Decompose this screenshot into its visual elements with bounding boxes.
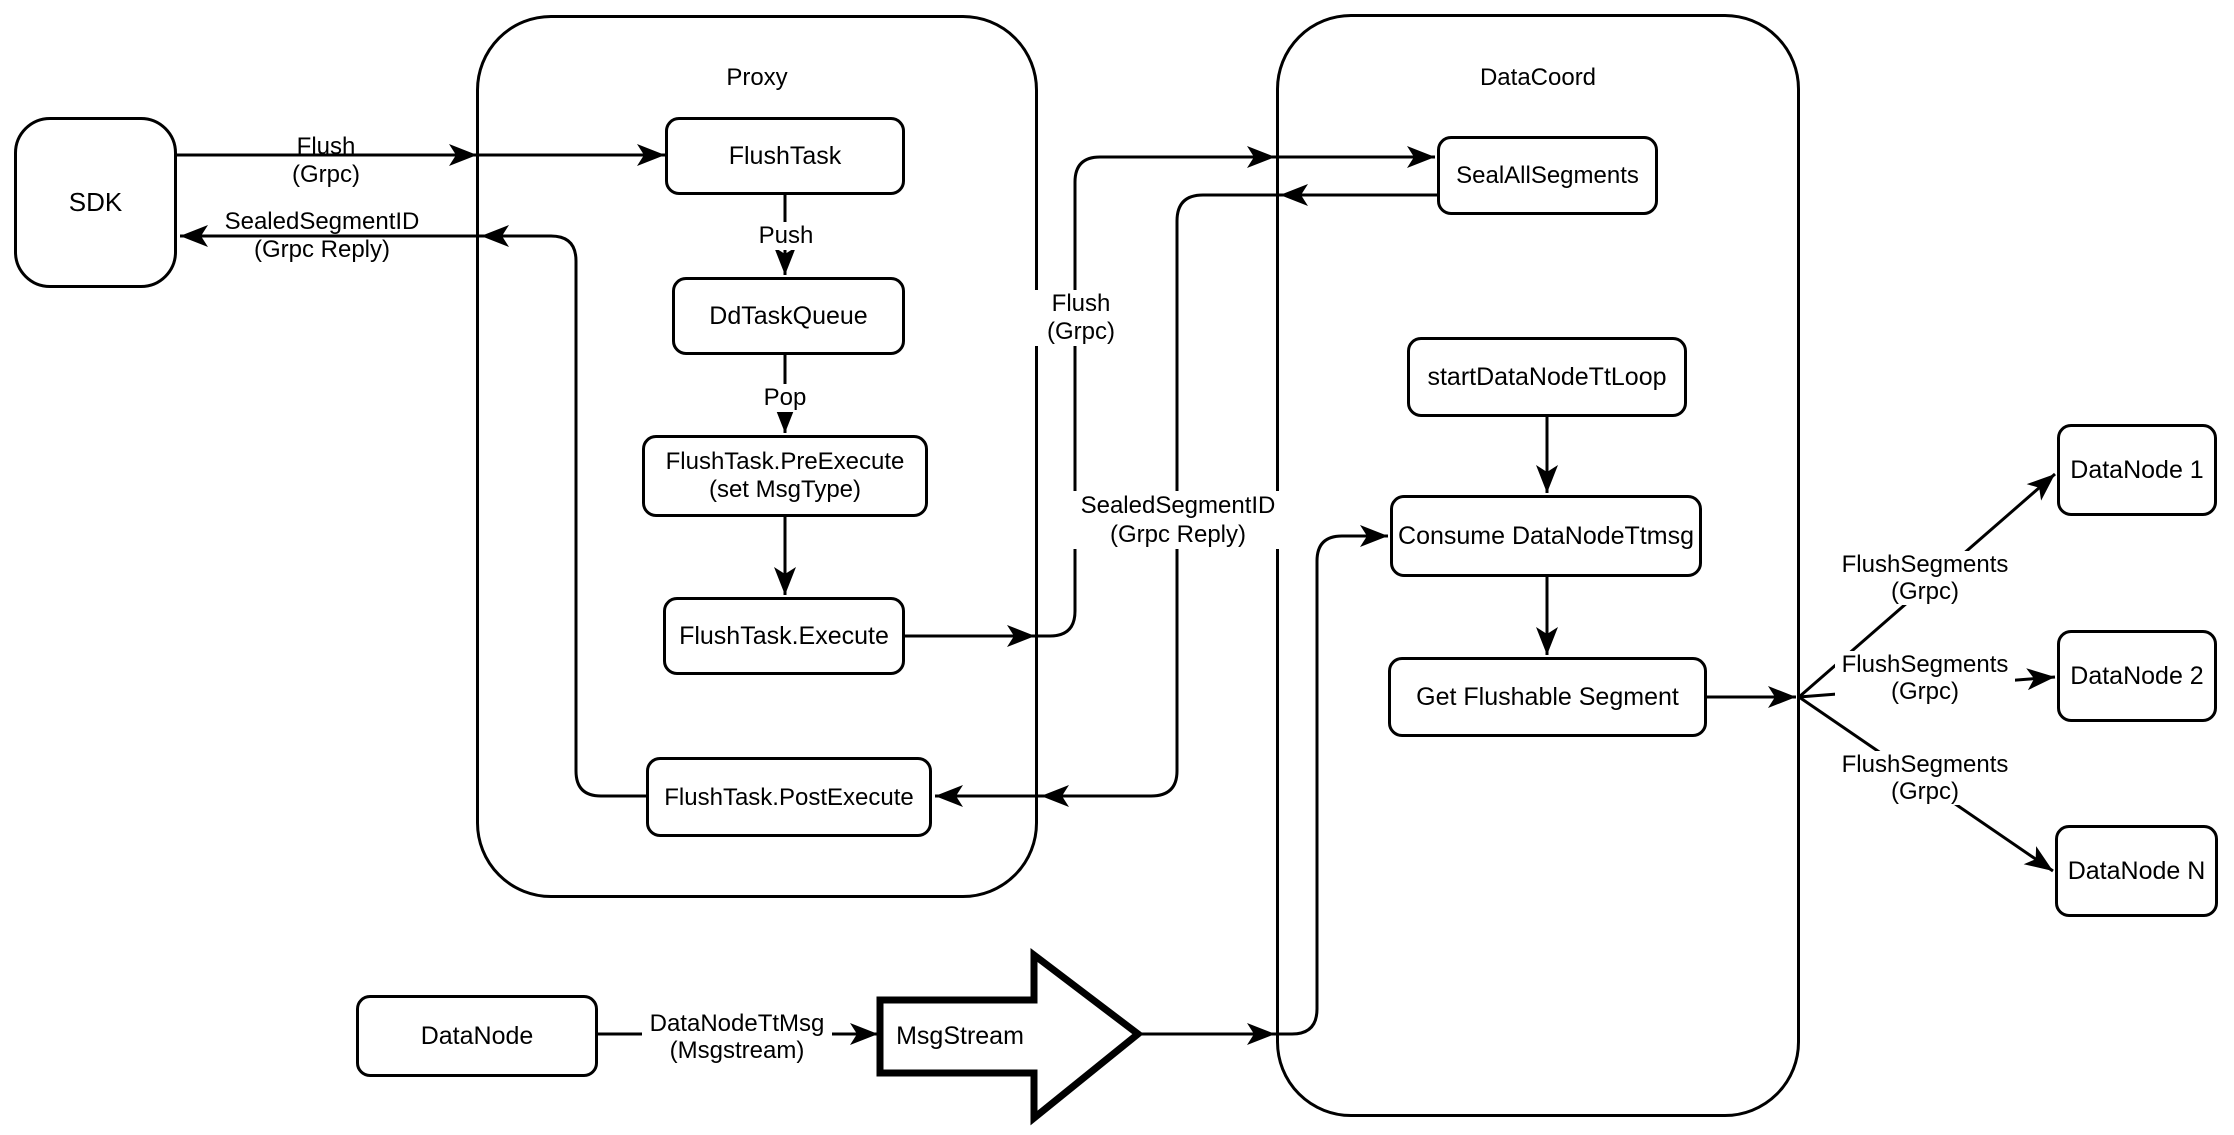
label-flush-grpc-mid: Flush (Grpc) (1021, 290, 1141, 346)
startdatanodettloop-node: startDataNodeTtLoop (1407, 337, 1687, 417)
sdk-node: SDK (14, 117, 177, 288)
edge-up-to-datacoordborder (1035, 146, 1275, 638)
label-sealedsegmentid-mid: SealedSegmentID (Grpc Reply) (1068, 491, 1288, 549)
postexecute-node: FlushTask.PostExecute (646, 757, 932, 837)
getflushablesegment-node: Get Flushable Segment (1388, 657, 1707, 737)
msgstream-shape (876, 947, 1144, 1126)
label-flushsegments-2: FlushSegments (Grpc) (1835, 651, 2015, 705)
edge-postexecute-to-proxyborder (481, 225, 646, 798)
label-datanodettmsg: DataNodeTtMsg (Msgstream) (642, 1010, 832, 1064)
datanode-node: DataNode (356, 995, 598, 1077)
consumedatanodettmsg-node: Consume DataNodeTtmsg (1390, 495, 1702, 577)
flushtask-node: FlushTask (665, 117, 905, 195)
preexecute-node: FlushTask.PreExecute (set MsgType) (642, 435, 928, 517)
sealallsegments-node: SealAllSegments (1437, 136, 1658, 215)
datanode1-node: DataNode 1 (2057, 424, 2217, 516)
ddtaskqueue-node: DdTaskQueue (672, 277, 905, 355)
edge-border-to-consume (1275, 525, 1388, 1036)
proxy-title: Proxy (726, 64, 788, 91)
label-pop: Pop (745, 384, 825, 412)
label-flush-grpc-left: Flush (Grpc) (292, 133, 360, 188)
datacoord-title: DataCoord (1479, 64, 1597, 91)
datacoord-container (1276, 14, 1800, 1117)
label-push: Push (746, 222, 826, 250)
msgstream-label: MsgStream (896, 1022, 1024, 1050)
datanoden-node: DataNode N (2055, 825, 2218, 917)
label-flushsegments-1: FlushSegments (Grpc) (1835, 551, 2015, 605)
label-flushsegments-3: FlushSegments (Grpc) (1835, 751, 2015, 805)
proxy-container (476, 15, 1038, 898)
execute-node: FlushTask.Execute (663, 597, 905, 675)
label-sealedsegmentid-left: SealedSegmentID (Grpc Reply) (224, 208, 420, 263)
datanode2-node: DataNode 2 (2057, 630, 2217, 722)
